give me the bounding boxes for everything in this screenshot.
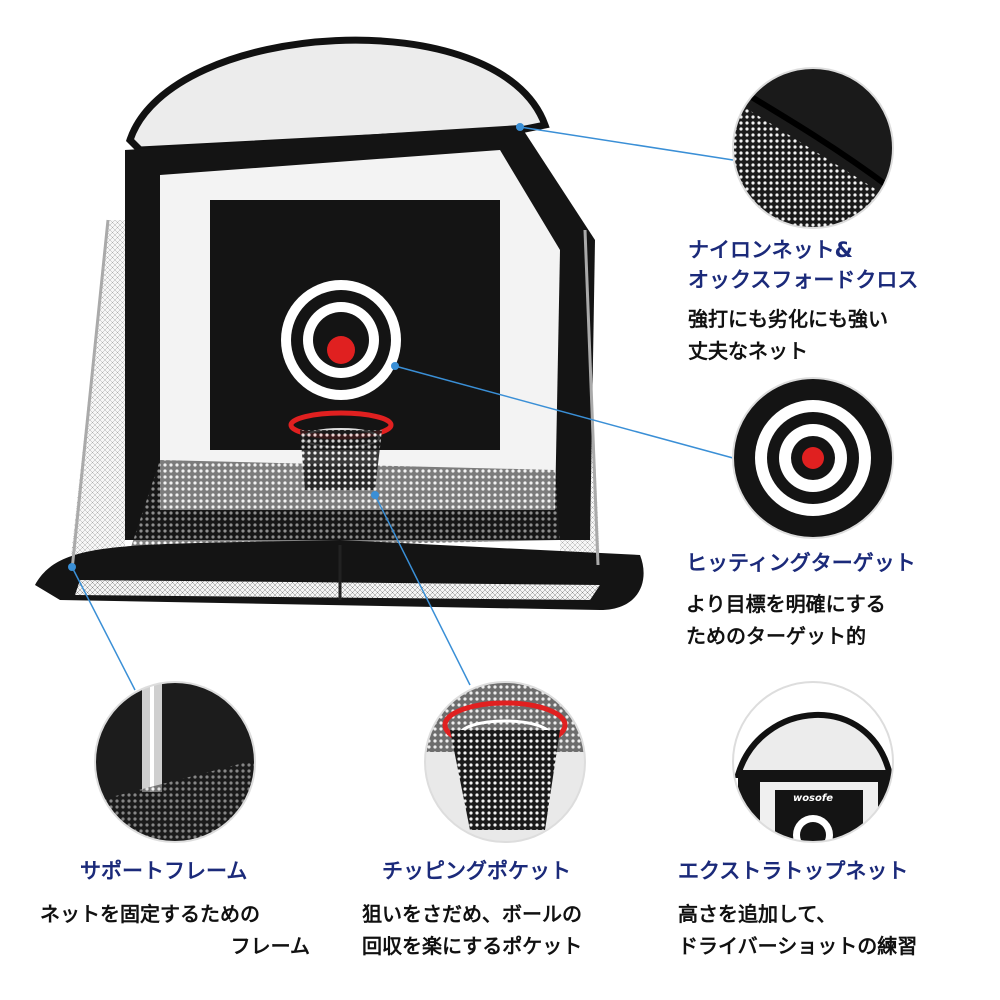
feature-description: より目標を明確にする xyxy=(686,592,886,616)
feature-title: エクストラトップネット xyxy=(678,859,909,883)
feature-description: 高さを追加して、 xyxy=(678,902,837,926)
feature-title: ナイロンネット& xyxy=(688,238,853,262)
golf-practice-net xyxy=(35,36,644,610)
detail-circle-border xyxy=(732,67,894,229)
feature-extra-top-net: エクストラトップネット 高さを追加して、 ドライバーショットの練習 xyxy=(678,856,917,962)
support-pole-right xyxy=(583,229,600,566)
callout-lines xyxy=(68,123,734,691)
feature-support-frame: サポートフレーム ネットを固定するための フレーム xyxy=(40,856,310,962)
support-pole-left xyxy=(70,219,110,571)
detail-circle-border xyxy=(732,681,894,843)
ground-mesh xyxy=(75,580,600,600)
detail-support-frame xyxy=(95,682,255,842)
feature-title: ヒッティングターゲット xyxy=(686,551,916,575)
detail-hitting-target xyxy=(733,378,893,538)
detail-nylon-net xyxy=(733,68,893,228)
detail-extra-top-net: wosofe xyxy=(733,682,893,842)
feature-title: チッピングポケット xyxy=(382,859,571,883)
brand-logo: wosofe xyxy=(793,793,833,804)
feature-description: 狙いをさだめ、ボールの xyxy=(362,902,582,926)
detail-chipping-pocket xyxy=(425,682,585,842)
detail-circle-border xyxy=(732,377,894,539)
bullseye-target xyxy=(281,280,401,400)
feature-description: ネットを固定するための xyxy=(40,902,260,926)
feature-chipping-pocket: チッピングポケット 狙いをさだめ、ボールの 回収を楽にするポケット xyxy=(362,856,582,962)
feature-description: ドライバーショットの練習 xyxy=(678,934,918,958)
feature-title: オックスフォードクロス xyxy=(688,268,919,292)
feature-description: 強打にも劣化にも強い xyxy=(688,307,888,331)
detail-circle-border xyxy=(94,681,256,843)
top-net-arch xyxy=(125,36,550,154)
chipping-pocket xyxy=(288,410,394,490)
feature-description: 丈夫なネット xyxy=(688,339,808,363)
feature-description: 回収を楽にするポケット xyxy=(362,934,583,958)
feature-nylon-net: ナイロンネット& オックスフォードクロス 強打にも劣化にも強い 丈夫なネット xyxy=(688,235,918,367)
feature-description: フレーム xyxy=(230,934,310,958)
feature-title: サポートフレーム xyxy=(80,859,248,883)
feature-description: ためのターゲット的 xyxy=(686,624,866,648)
lower-mesh xyxy=(130,460,560,550)
feature-hitting-target: ヒッティングターゲット より目標を明確にする ためのターゲット的 xyxy=(686,548,916,652)
side-mesh-left xyxy=(70,220,125,565)
detail-circle-border xyxy=(424,681,586,843)
